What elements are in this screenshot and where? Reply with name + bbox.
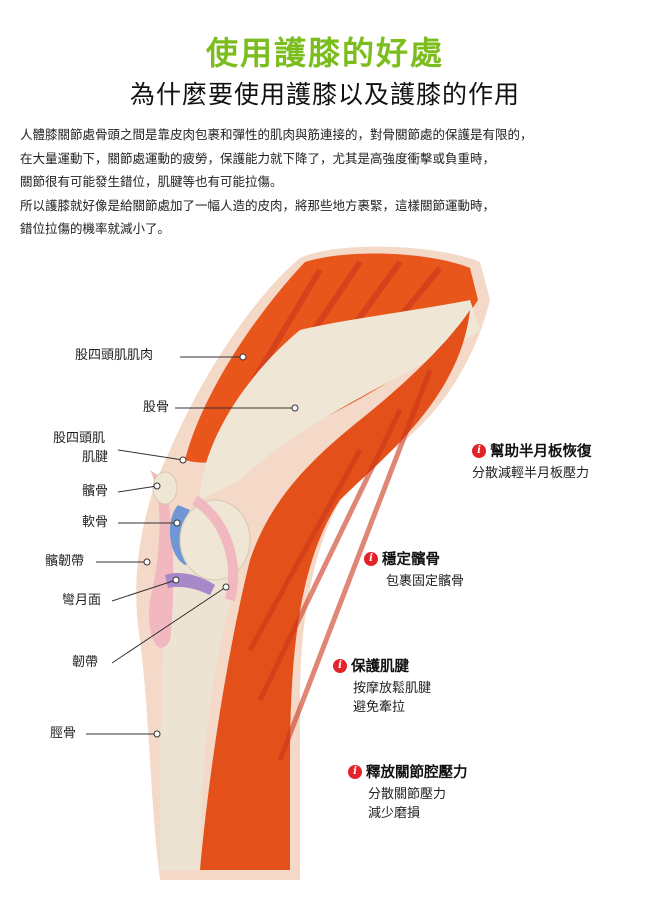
feature-meniscus-recovery: i 幫助半月板恢復 分散減輕半月板壓力 (472, 440, 592, 483)
page-subtitle: 為什麼要使用護膝以及護膝的作用 (129, 80, 520, 109)
intro-line: 所以護膝就好像是給關節處加了一幅人造的皮肉，將那些地方裹緊，這樣關節運動時， (20, 197, 496, 213)
label-patellar-ligament: 髕韌帶 (45, 554, 85, 569)
feature-protect-tendon: i 保護肌腱 按摩放鬆肌腱 避免牽拉 (333, 655, 431, 717)
knee-anatomy-illustration (86, 246, 490, 880)
tibia-bone (160, 551, 235, 870)
intro-line: 在大量運動下，關節處運動的疲勞，保護能力就下降了，尤其是高強度衝擊或負重時， (20, 150, 496, 166)
feature-desc: 按摩放鬆肌腱 (353, 681, 432, 696)
info-icon: i (472, 443, 486, 458)
info-icon: i (348, 764, 362, 779)
feature-desc: 分散關節壓力 (368, 787, 447, 802)
intro-line: 關節很有可能發生錯位，肌腱等也有可能拉傷。 (20, 174, 283, 189)
page-title: 使用護膝的好處 (205, 34, 444, 72)
patellar-tendon (149, 470, 174, 648)
feature-title: 釋放關節腔壓力 (366, 765, 468, 781)
label-cartilage: 軟骨 (82, 515, 109, 530)
feature-title: 穩定髕骨 (382, 552, 440, 568)
ligament (192, 495, 239, 602)
label-quadriceps-muscle: 股四頭肌肌肉 (75, 348, 154, 363)
intro-line: 人體膝關節處骨頭之間是靠皮肉包裹和彈性的肌肉與筋連接的，對骨關節處的保護是有限的… (20, 127, 533, 142)
label-quadriceps-tendon-2: 肌腱 (82, 450, 109, 465)
feature-desc: 分散減輕半月板壓力 (472, 466, 590, 481)
feature-desc: 減少磨損 (368, 806, 421, 821)
femur-bone (200, 300, 480, 500)
patella (152, 471, 178, 505)
calf-fibers (247, 369, 433, 761)
label-quadriceps-tendon-1: 股四頭肌 (53, 431, 106, 446)
feature-desc: 包裹固定髕骨 (386, 574, 465, 589)
label-ligament: 韌帶 (72, 655, 99, 670)
feature-title: 保護肌腱 (351, 659, 409, 675)
info-icon: i (364, 551, 378, 566)
calf-muscle (200, 310, 470, 870)
label-patella: 髕骨 (82, 484, 109, 499)
label-femur: 股骨 (143, 400, 170, 415)
feature-release-joint-pressure: i 釋放關節腔壓力 分散關節壓力 減少磨損 (348, 761, 468, 823)
feature-stabilize-patella: i 穩定髕骨 包裹固定髕骨 (364, 548, 464, 591)
intro-paragraph: 人體膝關節處骨頭之間是靠皮肉包裹和彈性的肌肉與筋連接的，對骨關節處的保護是有限的… (20, 123, 640, 241)
intro-line: 錯位拉傷的機率就減小了。 (20, 221, 171, 236)
label-tibia: 脛骨 (50, 726, 77, 741)
feature-desc: 避免牽拉 (353, 700, 406, 715)
feature-title: 幫助半月板恢復 (490, 444, 592, 460)
label-meniscus: 彎月面 (62, 593, 102, 608)
info-icon: i (333, 658, 347, 673)
